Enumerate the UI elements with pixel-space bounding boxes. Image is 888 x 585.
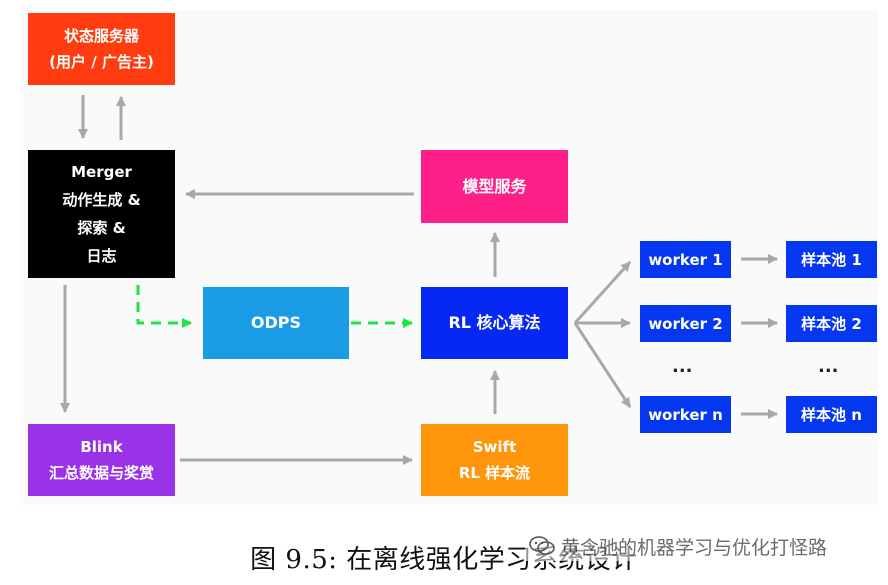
worker-n-node: worker n — [640, 396, 731, 433]
sample-pool-2-label: 样本池 2 — [801, 314, 862, 333]
watermark: 黄含驰的机器学习与优化打怪路 — [525, 531, 832, 561]
worker-ellipsis: ... — [672, 356, 693, 377]
arrow-rl-to-worker-n — [573, 322, 632, 408]
swift-node: Swift RL 样本流 — [421, 424, 568, 496]
worker-1-node: worker 1 — [640, 241, 731, 278]
sample-pool-1-label: 样本池 1 — [801, 250, 862, 269]
blink-node: Blink 汇总数据与奖赏 — [28, 424, 175, 496]
state-server-node: 状态服务器 (用户 / 广告主) — [28, 13, 175, 85]
rl-core-label: RL 核心算法 — [448, 313, 541, 332]
sample-pool-ellipsis: ... — [818, 356, 839, 377]
swift-subtitle: RL 样本流 — [458, 464, 531, 482]
state-server-title: 状态服务器 — [63, 27, 139, 45]
merger-node: Merger 动作生成 & 探索 & 日志 — [28, 150, 175, 278]
sample-pool-n-label: 样本池 n — [801, 405, 862, 424]
watermark-text: 黄含驰的机器学习与优化打怪路 — [561, 536, 828, 559]
wechat-icon — [529, 536, 555, 555]
blink-title: Blink — [80, 438, 123, 456]
merger-line-log: 日志 — [86, 247, 117, 265]
model-service-node: 模型服务 — [421, 150, 568, 223]
odps-node: ODPS — [203, 287, 349, 359]
merger-line-action: 动作生成 & — [62, 191, 141, 209]
odps-label: ODPS — [250, 313, 302, 332]
model-service-label: 模型服务 — [462, 176, 527, 196]
sample-pool-2-node: 样本池 2 — [786, 305, 877, 342]
worker-1-label: worker 1 — [648, 250, 723, 269]
arrow-rl-to-worker-1 — [573, 260, 632, 325]
sample-pool-1-node: 样本池 1 — [786, 241, 877, 278]
merger-title: Merger — [71, 163, 132, 181]
worker-n-label: worker n — [648, 405, 723, 424]
rl-core-node: RL 核心算法 — [421, 287, 568, 359]
swift-title: Swift — [472, 438, 517, 456]
sample-pool-n-node: 样本池 n — [786, 396, 877, 433]
state-server-subtitle: (用户 / 广告主) — [49, 53, 154, 71]
blink-subtitle: 汇总数据与奖赏 — [48, 464, 154, 482]
worker-2-label: worker 2 — [648, 314, 723, 333]
worker-2-node: worker 2 — [640, 305, 731, 342]
arrow-merger-to-odps-dashed — [136, 285, 192, 328]
merger-line-explore: 探索 & — [77, 219, 126, 237]
